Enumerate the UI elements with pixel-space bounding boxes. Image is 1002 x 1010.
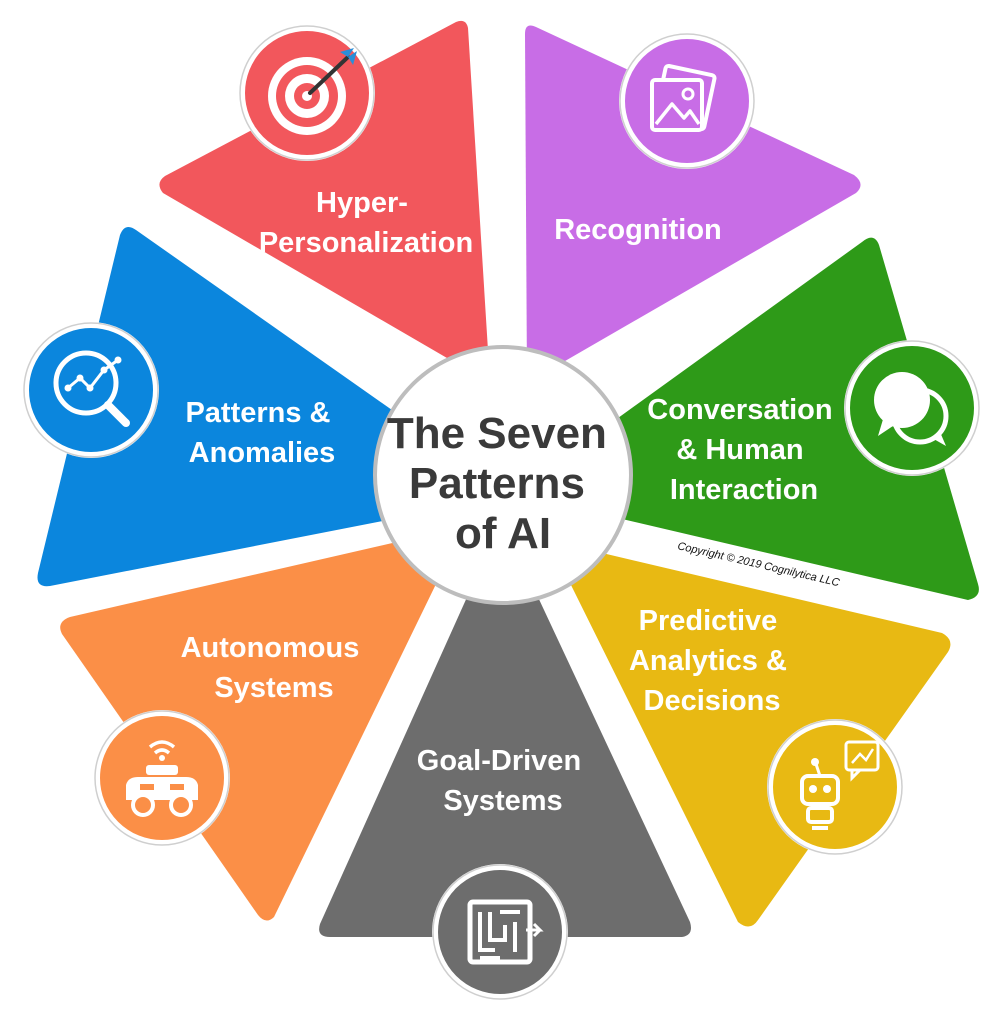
segment-autonomous xyxy=(60,538,437,921)
autonomous-car-icon xyxy=(94,710,230,846)
label-autonomous: Autonomous Systems xyxy=(181,632,368,704)
label-conversation: Conversation & Human Interaction xyxy=(647,394,840,506)
segment-labels: Hyper- Personalization Recognition Conve… xyxy=(181,187,840,817)
center-hub: The Seven Patterns of AI xyxy=(373,345,633,605)
segment-hyper-personalization xyxy=(159,20,490,383)
label-predictive-analytics: Predictive Analytics & Decisions xyxy=(629,605,795,717)
segments xyxy=(37,20,979,937)
robot-analytics-icon xyxy=(767,719,903,855)
segment-predictive-analytics xyxy=(570,552,951,927)
segment-patterns-anomalies xyxy=(37,226,392,587)
segment-goal-driven xyxy=(319,595,691,937)
chat-bubbles-icon xyxy=(844,340,980,476)
label-hyper-personalization: Hyper- Personalization xyxy=(259,187,473,259)
maze-icon xyxy=(432,864,568,1000)
label-recognition: Recognition xyxy=(554,214,722,246)
label-patterns-anomalies: Patterns & Anomalies xyxy=(185,397,338,469)
center-title: The Seven Patterns of AI xyxy=(387,409,619,558)
label-goal-driven: Goal-Driven Systems xyxy=(417,745,589,817)
segment-conversation xyxy=(600,237,979,601)
target-icon xyxy=(239,25,375,161)
magnifier-chart-icon xyxy=(23,322,159,458)
image-recognition-icon xyxy=(619,33,755,169)
segment-recognition xyxy=(525,25,861,383)
